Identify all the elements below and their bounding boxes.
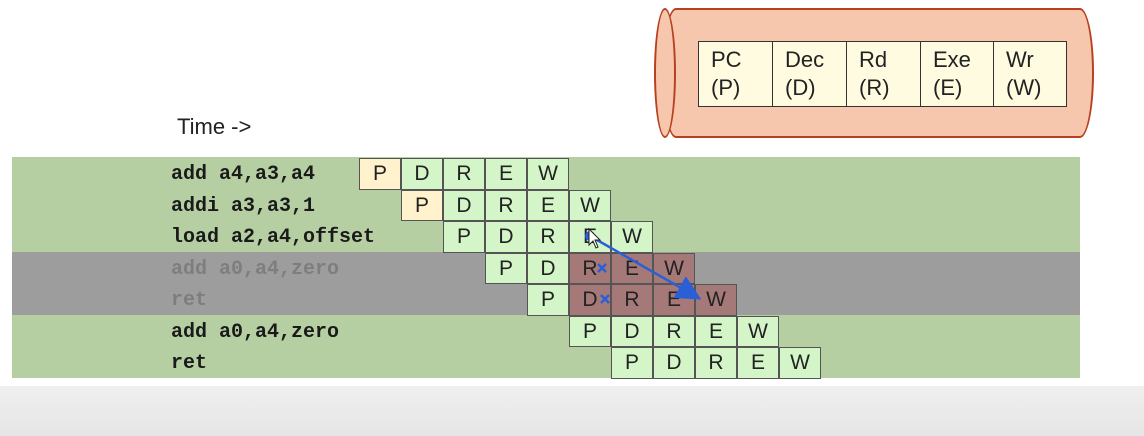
stage-cell: R <box>695 347 737 379</box>
legend-rd-name: Rd <box>859 47 888 72</box>
stage-cell: W <box>779 347 821 379</box>
legend-dec-abbr: (D) <box>785 75 816 100</box>
stage-cell: E <box>527 189 569 221</box>
instruction-label: ret <box>171 352 208 375</box>
stage-cell: D <box>401 158 443 190</box>
stage-cell: R <box>653 315 695 347</box>
stage-cell: P <box>611 347 653 379</box>
time-axis-label: Time -> <box>177 114 252 139</box>
stage-cell: E <box>695 315 737 347</box>
legend-pc-name: PC <box>711 47 742 72</box>
stage-legend: PC (P) Dec (D) Rd (R) Exe (E) Wr (W) <box>698 41 1067 107</box>
legend-wr-name: Wr <box>1006 47 1034 72</box>
instruction-label-squashed: ret <box>171 289 208 312</box>
stage-cell-squashed: W <box>653 252 695 284</box>
stage-cell-squashed: D <box>569 284 611 316</box>
stage-cell-squashed: W <box>695 284 737 316</box>
stage-cell: D <box>527 252 569 284</box>
stage-cell: P <box>527 284 569 316</box>
legend-rd: Rd (R) <box>847 42 921 106</box>
stage-cell: D <box>653 347 695 379</box>
stage-cell: P <box>569 315 611 347</box>
stage-cell: R <box>527 221 569 253</box>
stage-cell-squashed: E <box>611 252 653 284</box>
stage-cell: R <box>443 158 485 190</box>
stage-cell: P <box>359 158 401 190</box>
stage-cell: W <box>527 158 569 190</box>
legend-wr-abbr: (W) <box>1006 75 1042 100</box>
instruction-label: load a2,a4,offset <box>171 226 376 249</box>
instruction-label: add a0,a4,zero <box>171 320 340 344</box>
bottom-bar <box>0 386 1144 436</box>
legend-wr: Wr (W) <box>994 42 1066 106</box>
instruction-label: addi a3,a3,1 <box>171 194 316 218</box>
pipeline-cylinder-cap <box>654 8 676 138</box>
stage-cell: W <box>569 189 611 221</box>
stage-cell: W <box>737 315 779 347</box>
stage-cell: D <box>611 315 653 347</box>
legend-pc-abbr: (P) <box>711 75 741 100</box>
stage-cell-squashed: R <box>611 284 653 316</box>
legend-exe-name: Exe <box>933 47 971 72</box>
legend-exe-abbr: (E) <box>933 75 963 100</box>
instruction-label: add a4,a3,a4 <box>171 163 316 186</box>
stage-cell: D <box>485 221 527 253</box>
stage-cell: W <box>611 221 653 253</box>
stage-cell-squashed: E <box>653 284 695 316</box>
stage-cell-squashed: R <box>569 252 611 284</box>
legend-dec: Dec (D) <box>773 42 847 106</box>
stage-cell: E <box>737 347 779 379</box>
legend-exe: Exe (E) <box>921 42 994 106</box>
stage-cell: P <box>401 189 443 221</box>
stage-cell: E <box>569 221 611 253</box>
stage-cell: P <box>443 221 485 253</box>
stage-cell: P <box>485 252 527 284</box>
stage-cell: D <box>443 189 485 221</box>
instruction-label-squashed: add a0,a4,zero <box>171 257 340 281</box>
row-band-bottom <box>12 314 1080 378</box>
stage-cell: E <box>485 158 527 190</box>
stage-cell: R <box>485 189 527 221</box>
legend-dec-name: Dec <box>785 47 825 72</box>
legend-rd-abbr: (R) <box>859 75 890 100</box>
legend-pc: PC (P) <box>699 42 773 106</box>
